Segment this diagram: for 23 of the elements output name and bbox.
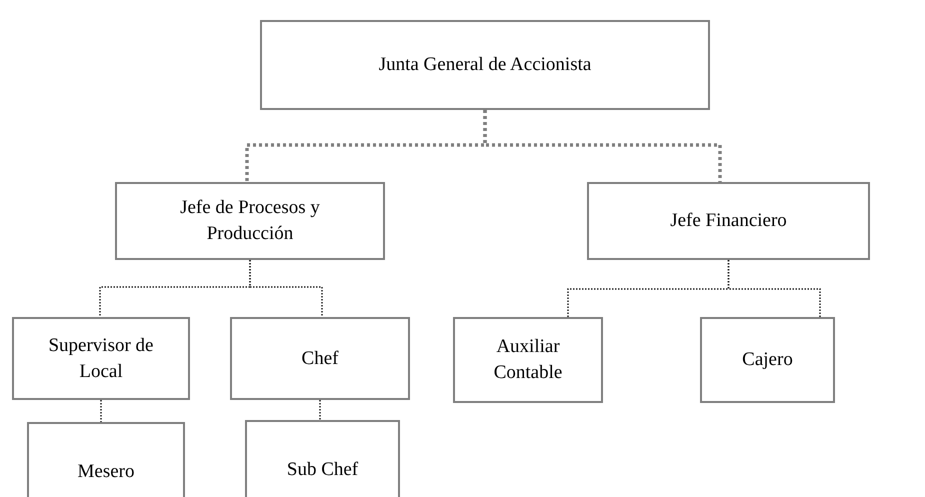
box-label: Sub Chef xyxy=(286,458,358,482)
box-label: Jefe Financiero xyxy=(670,209,787,234)
org-box xyxy=(453,317,603,403)
org-box xyxy=(587,182,870,260)
box-label: Mesero xyxy=(78,460,134,484)
box-label: Junta General de Accionista xyxy=(378,53,592,78)
org-box xyxy=(700,317,835,403)
connector-line xyxy=(100,400,102,422)
box-label: Auxiliar Contable xyxy=(492,335,564,385)
org-box xyxy=(245,420,400,497)
box-label: Jefe de Procesos y Producción xyxy=(179,196,321,246)
org-box xyxy=(115,182,385,260)
org-box xyxy=(230,317,410,400)
org-box xyxy=(12,317,190,400)
connector-line xyxy=(319,400,321,420)
box-label: Supervisor de Local xyxy=(47,334,154,384)
org-box xyxy=(27,422,185,497)
connector-line xyxy=(249,260,323,317)
box-label: Cajero xyxy=(742,348,793,372)
box-label: Chef xyxy=(302,346,338,371)
connector-line xyxy=(728,260,821,317)
connector-line xyxy=(483,110,722,182)
org-box xyxy=(260,20,710,110)
